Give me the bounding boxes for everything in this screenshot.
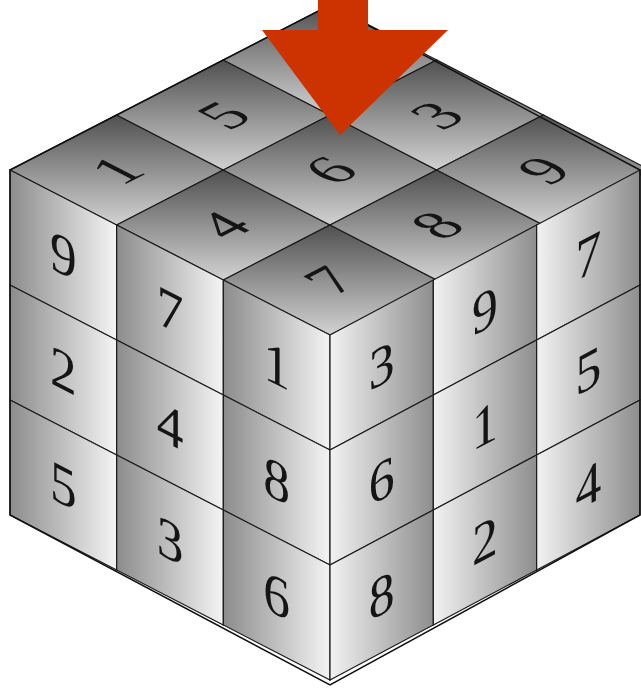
cube-cell: 5 (537, 285, 640, 455)
cube-number: 1 (263, 329, 290, 400)
cube-number: 1 (472, 389, 498, 460)
cube-number: 5 (575, 334, 601, 405)
cube-cell: 3 (330, 60, 543, 170)
cube-number: 3 (157, 504, 184, 575)
cube-number: 8 (397, 204, 477, 245)
cube-number: 5 (183, 94, 263, 135)
cube-number: 4 (575, 449, 601, 520)
cube-number: 9 (472, 274, 498, 345)
cube-number: 3 (397, 94, 477, 135)
cube-number: 2 (50, 334, 77, 405)
cube-cell: 1 (433, 340, 536, 510)
cube-cell: 6 (223, 510, 330, 680)
cube-number: 1 (77, 149, 157, 190)
cube-number: 6 (263, 559, 290, 630)
cube-number: 5 (50, 449, 77, 520)
cube-cell: 4 (117, 340, 224, 510)
cube-number: 3 (369, 329, 395, 400)
cube-number: 9 (503, 149, 583, 190)
cube-number: 8 (369, 559, 395, 630)
cube-number: 6 (369, 444, 395, 515)
cube-cell: 5 (10, 400, 117, 570)
cube-cell: 5 (117, 60, 330, 170)
cube-number: 7 (157, 274, 184, 345)
cube-cell: 2 (10, 285, 117, 455)
cube-number: 8 (263, 444, 290, 515)
cube-number: 6 (290, 149, 370, 190)
cube-number: 9 (50, 219, 77, 290)
cube-cell: 8 (330, 510, 433, 680)
cube-number: 7 (575, 219, 601, 290)
cube-number: 7 (290, 259, 370, 300)
cube-cell: 6 (223, 115, 436, 225)
left-face (10, 170, 330, 680)
right-face (330, 170, 640, 680)
cube-cell: 8 (223, 395, 330, 565)
cube-number: 4 (183, 204, 263, 245)
cube-cell: 6 (330, 395, 433, 565)
cube-cell: 4 (537, 400, 640, 570)
cube-number: 4 (157, 389, 184, 460)
cube-number: 2 (472, 504, 498, 575)
